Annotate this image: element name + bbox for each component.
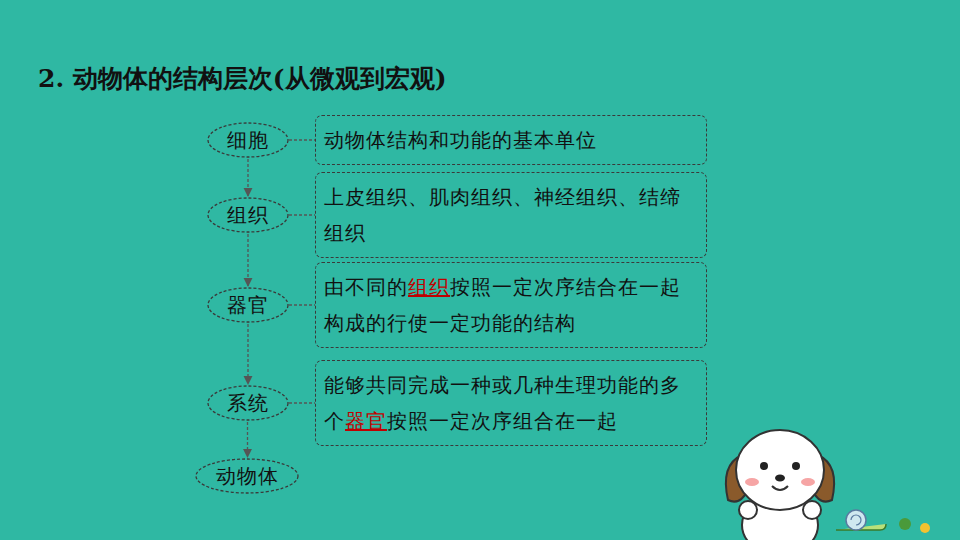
node-text: 动物体结构和功能的基本单位: [324, 122, 698, 158]
dog-figure: [726, 430, 834, 540]
node-text: 动物体: [216, 464, 279, 488]
node-text: 细胞: [227, 128, 269, 152]
description-box: 上皮组织、肌肉组织、神经组织、结缔组织: [315, 172, 707, 258]
node-label: 由不同的: [324, 275, 408, 299]
node-label: 组织: [227, 203, 269, 227]
key-term: 器官: [345, 409, 387, 433]
snail-figure: [836, 510, 930, 533]
node-text: 器官: [227, 293, 269, 317]
level-ellipse: 组织: [207, 197, 289, 233]
node-text: 能够共同完成一种或几种生理功能的多个器官按照一定次序组合在一起: [324, 367, 698, 439]
level-arrow: [247, 234, 248, 286]
dashed-link: [289, 402, 315, 403]
diagram-title: 2. 动物体的结构层次(从微观到宏观): [38, 62, 446, 95]
node-text: 上皮组织、肌肉组织、神经组织、结缔组织: [324, 179, 698, 251]
level-ellipse: 器官: [207, 287, 289, 323]
node-label: 动物体: [216, 464, 279, 488]
description-box: 由不同的组织按照一定次序结合在一起构成的行使一定功能的结构: [315, 262, 707, 348]
level-ellipse: 系统: [207, 385, 289, 421]
node-label: 系统: [227, 391, 269, 415]
node-label: 上皮组织、肌肉组织、神经组织、结缔组织: [324, 185, 681, 245]
level-ellipse: 细胞: [207, 122, 289, 158]
level-arrow: [247, 159, 248, 196]
node-label: 器官: [227, 293, 269, 317]
key-term: 组织: [408, 275, 450, 299]
level-arrow: [247, 422, 248, 457]
level-arrow: [247, 324, 248, 384]
node-text: 由不同的组织按照一定次序结合在一起构成的行使一定功能的结构: [324, 269, 698, 341]
node-label: 细胞: [227, 128, 269, 152]
description-box: 能够共同完成一种或几种生理功能的多个器官按照一定次序组合在一起: [315, 360, 707, 446]
dashed-link: [289, 304, 315, 305]
level-ellipse: 动物体: [195, 458, 299, 494]
dashed-link: [289, 214, 315, 215]
node-text: 组织: [227, 203, 269, 227]
dashed-link: [289, 139, 315, 140]
node-label: 动物体结构和功能的基本单位: [324, 128, 597, 152]
node-text: 系统: [227, 391, 269, 415]
description-box: 动物体结构和功能的基本单位: [315, 115, 707, 165]
node-label: 按照一定次序组合在一起: [387, 409, 618, 433]
